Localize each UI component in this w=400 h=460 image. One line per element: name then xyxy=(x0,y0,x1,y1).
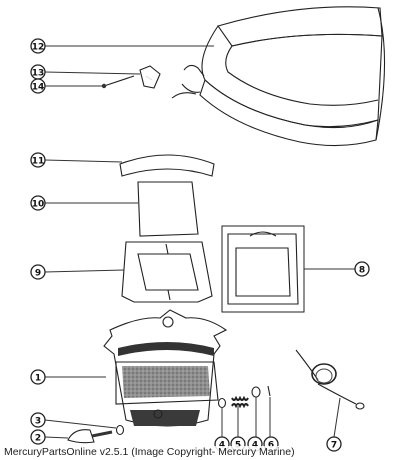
part-1-housing xyxy=(103,309,228,427)
callout-2-label: 2 xyxy=(35,434,41,444)
callout-13: 13 xyxy=(30,64,46,80)
callout-7-label: 7 xyxy=(331,441,337,451)
callout-13-label: 13 xyxy=(32,69,45,79)
copyright-caption: MercuryPartsOnline v2.5.1 (Image Copyrig… xyxy=(4,446,295,458)
part-13-clip xyxy=(139,64,205,99)
part-7-cable xyxy=(295,349,365,410)
callout-1: 1 xyxy=(30,369,46,385)
callout-3-label: 3 xyxy=(35,417,41,427)
callout-6-label: 6 xyxy=(268,441,274,451)
callout-4-label: 4 xyxy=(219,441,225,451)
callout-10-label: 10 xyxy=(32,200,45,210)
callout-14-label: 14 xyxy=(32,83,45,93)
part-9-gasket xyxy=(121,241,213,303)
callout-8: 8 xyxy=(354,261,370,277)
callout-12: 12 xyxy=(30,38,46,54)
callout-10: 10 xyxy=(30,195,46,211)
part-10-element xyxy=(137,181,199,237)
callout-11-label: 11 xyxy=(32,157,45,167)
callout-1-label: 1 xyxy=(35,374,41,384)
callout-4b-label: 4 xyxy=(252,441,258,451)
part-12-band xyxy=(199,6,386,147)
part-3-washer xyxy=(115,424,125,436)
leader-lines xyxy=(44,45,355,439)
callout-2: 2 xyxy=(30,429,46,445)
parts-4-6-stack xyxy=(217,385,271,409)
callout-5-label: 5 xyxy=(235,441,241,451)
part-14-pin xyxy=(101,75,135,89)
callout-9: 9 xyxy=(30,264,46,280)
part-2-screw xyxy=(67,429,113,444)
callout-11: 11 xyxy=(30,152,46,168)
part-8-inset xyxy=(221,225,305,313)
callout-9-label: 9 xyxy=(35,269,41,279)
callout-8-label: 8 xyxy=(359,266,365,276)
callout-7: 7 xyxy=(326,436,342,452)
callout-12-label: 12 xyxy=(32,43,45,53)
part-11-pad xyxy=(119,154,215,177)
callout-14: 14 xyxy=(30,78,46,94)
callout-3: 3 xyxy=(30,412,46,428)
